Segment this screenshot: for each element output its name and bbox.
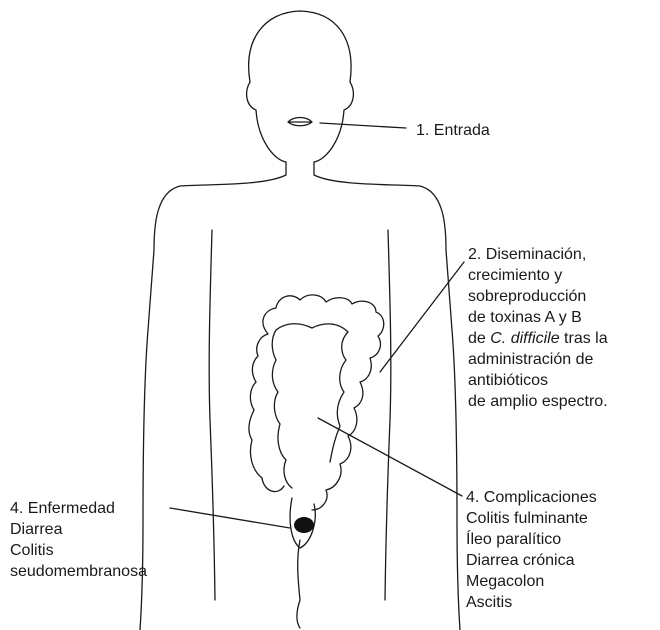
label-entry: 1. Entrada	[416, 120, 490, 141]
disease-item-2: Colitis	[10, 540, 147, 561]
spread-line-6: administración de	[468, 349, 608, 370]
leader-disease	[170, 508, 290, 528]
leader-entry	[320, 123, 406, 128]
legs-divide	[297, 540, 300, 628]
spread-line-8: de amplio espectro.	[468, 391, 608, 412]
disease-item-3: seudomembranosa	[10, 561, 147, 582]
disease-title: 4. Enfermedad	[10, 498, 147, 519]
lesion-marker	[294, 517, 314, 533]
label-spread: 2. Diseminación, crecimiento y sobreprod…	[468, 244, 608, 412]
spread-line-5: de C. difficile tras la	[468, 328, 608, 349]
label-disease: 4. Enfermedad Diarrea Colitis seudomembr…	[10, 498, 147, 582]
spread-line-2: crecimiento y	[468, 265, 608, 286]
complications-title: 4. Complicaciones	[466, 487, 597, 508]
left-arm-inner	[209, 230, 215, 600]
entry-text: 1. Entrada	[416, 120, 490, 141]
disease-item-1: Diarrea	[10, 519, 147, 540]
appendix-outline	[262, 478, 284, 492]
spread-line-5-suffix: tras la	[560, 330, 608, 347]
spread-line-7: antibióticos	[468, 370, 608, 391]
mouth-icon	[288, 118, 312, 126]
spread-line-4: de toxinas A y B	[468, 307, 608, 328]
body-outline	[140, 11, 460, 630]
spread-line-5-prefix: de	[468, 330, 490, 347]
spread-line-1: 2. Diseminación,	[468, 244, 608, 265]
complication-item-5: Ascitis	[466, 592, 597, 613]
spread-line-3: sobreproducción	[468, 286, 608, 307]
bacteria-name: C. difficile	[490, 330, 559, 347]
right-arm-inner	[385, 230, 391, 600]
complication-item-2: Íleo paralítico	[466, 529, 597, 550]
colon-outline	[249, 295, 384, 510]
label-complications: 4. Complicaciones Colitis fulminante Íle…	[466, 487, 597, 613]
complication-item-3: Diarrea crónica	[466, 550, 597, 571]
complication-item-1: Colitis fulminante	[466, 508, 597, 529]
complication-item-4: Megacolon	[466, 571, 597, 592]
